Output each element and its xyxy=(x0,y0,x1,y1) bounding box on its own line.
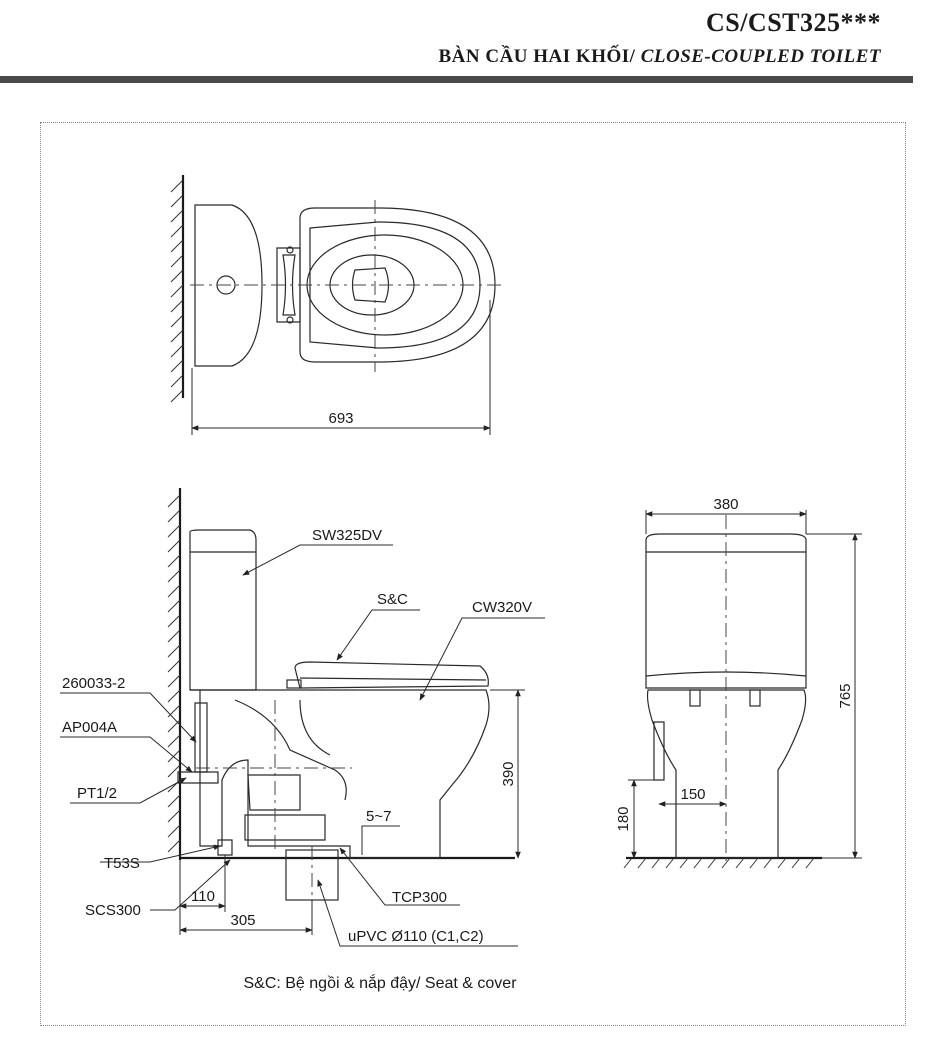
label-tcp300: TCP300 xyxy=(392,889,447,906)
label-ap004a: AP004A xyxy=(62,719,117,736)
top-view-tank xyxy=(194,204,263,367)
side-view-bowl xyxy=(190,689,490,859)
side-view-seat-cover xyxy=(294,661,489,689)
product-subtitle: BÀN CẦU HAI KHỐI/ CLOSE-COUPLED TOILET xyxy=(439,46,882,68)
subtitle-vietnamese: BÀN CẦU HAI KHỐI/ xyxy=(438,46,641,67)
top-view: 693 xyxy=(170,175,505,435)
dim-supply-height: 180 xyxy=(615,806,632,831)
side-view-stop-valve xyxy=(217,839,233,856)
side-view: SW325DV S&C CW320V 260033-2 AP004A PT1/2… xyxy=(60,488,545,947)
label-scs300: SCS300 xyxy=(85,902,141,919)
label-tank: SW325DV xyxy=(312,527,382,544)
dim-supply-offset: 150 xyxy=(680,786,705,803)
side-view-trapway xyxy=(234,699,347,801)
top-view-drain xyxy=(351,267,390,303)
label-260033: 260033-2 xyxy=(62,675,125,692)
dim-height: 765 xyxy=(837,683,854,708)
side-view-wall-hatch xyxy=(167,494,181,853)
dim-length: 693 xyxy=(328,410,353,427)
label-bowl: CW320V xyxy=(472,599,532,616)
side-view-supply-hose xyxy=(194,702,208,773)
dim-width: 380 xyxy=(713,496,738,513)
subtitle-english: CLOSE-COUPLED TOILET xyxy=(640,46,881,67)
header-rule xyxy=(0,76,913,83)
front-view-tank xyxy=(645,533,807,689)
dim-floor-gap: 5~7 xyxy=(366,808,391,825)
top-view-hinge-inner xyxy=(282,254,296,316)
footnote: S&C: Bệ ngồi & nắp đậy/ Seat & cover xyxy=(243,973,517,992)
dim-rim-height: 390 xyxy=(500,761,517,786)
front-view-floor-hatch xyxy=(623,857,815,869)
label-pt12: PT1/2 xyxy=(77,785,117,802)
front-view-supply-hose xyxy=(653,721,665,781)
top-view-wall-hatch xyxy=(170,179,184,403)
dim-supply-wall: 110 xyxy=(191,888,215,905)
side-view-tank xyxy=(189,529,257,691)
dim-rough-in: 305 xyxy=(230,912,255,929)
label-upvc-pipe: uPVC Ø110 (C1,C2) xyxy=(348,928,484,945)
model-number: CS/CST325*** xyxy=(705,8,881,37)
front-view: 380 765 180 150 xyxy=(615,496,862,869)
label-seat: S&C xyxy=(377,591,408,608)
drawing-frame xyxy=(40,122,906,1026)
front-view-bowl xyxy=(646,689,807,859)
label-t53s: T53S xyxy=(104,855,140,872)
